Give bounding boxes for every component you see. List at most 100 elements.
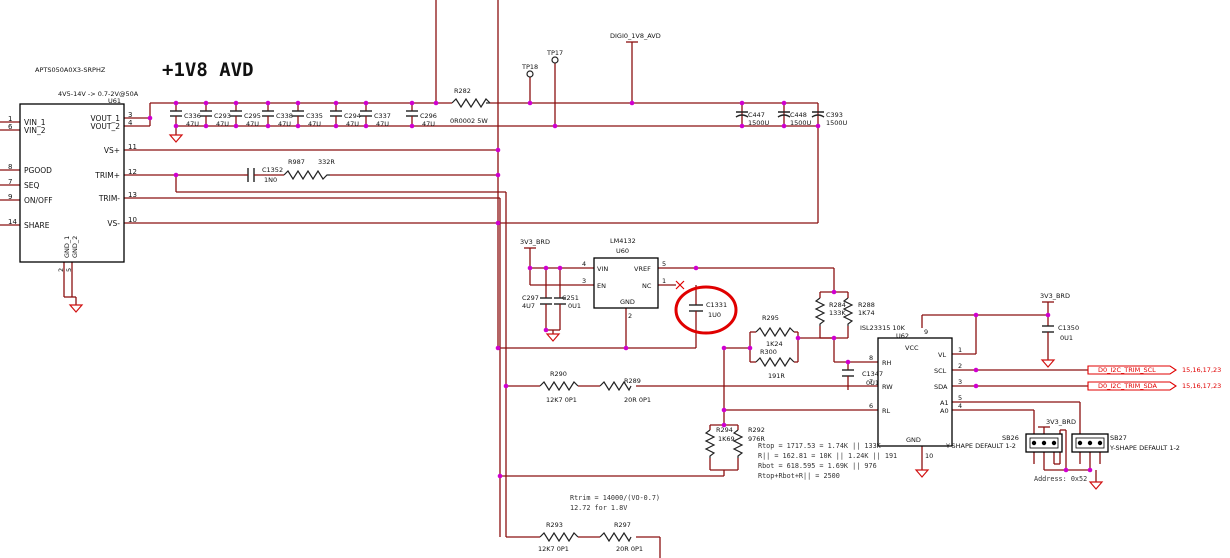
r987-resistor <box>283 169 330 181</box>
u61-right-pin-name-2: VS+ <box>104 146 120 155</box>
r282-val: 0R0002 5W <box>450 117 488 125</box>
u61-left-pin-num-3: 7 <box>8 178 12 186</box>
u61-left-pin-num-4: 9 <box>8 193 12 201</box>
cap-top-3 <box>262 100 274 129</box>
r290-val: 12K7 0P1 <box>546 396 577 404</box>
c448-ref: C448 <box>790 111 807 119</box>
r288-ref: R288 <box>858 301 875 309</box>
cap-top-4 <box>292 100 304 129</box>
cap-top-labels: C33647UC29347UC29547UC33847UC33547UC2944… <box>184 112 437 128</box>
u61-left-pin-name-5: SHARE <box>24 221 50 230</box>
r288-val: 1K74 <box>858 309 875 317</box>
sb27-jumper <box>1071 433 1109 453</box>
r282-ref: R282 <box>454 87 471 95</box>
c1350-capacitor <box>1042 325 1054 338</box>
c297-val: 4U7 <box>522 302 535 310</box>
c1331-highlight-circle <box>674 285 738 335</box>
u61-right-pin-num-2: 11 <box>128 143 137 151</box>
r284-ref: R284 <box>829 301 846 309</box>
u61-right-pin-name-3: TRIM+ <box>94 171 120 180</box>
u61-left-pin-name-2: PGOOD <box>24 166 52 175</box>
r294-resistor <box>704 429 716 458</box>
r300-val: 191R <box>768 372 785 380</box>
u62-ic <box>877 337 953 447</box>
u60-part: LM4132 <box>610 237 636 245</box>
nc-marker <box>675 280 685 290</box>
u60-pin5: 5 <box>662 260 666 268</box>
r288-resistor <box>842 297 854 326</box>
net-3v3-a: 3V3_BRD <box>520 238 550 246</box>
u62-ref: U62 <box>896 332 909 340</box>
u60-ref: U60 <box>616 247 629 255</box>
c1331-val: 1U0 <box>708 311 721 319</box>
cap-top-val-1: 47U <box>216 120 229 128</box>
cap-top-ref-4: C335 <box>306 112 323 120</box>
r297-resistor <box>599 531 632 543</box>
u62-rh: RH <box>882 359 892 367</box>
r289-resistor <box>599 380 632 392</box>
scl-offpage-connector <box>1087 365 1177 375</box>
c1347-ref: C1347 <box>862 370 883 378</box>
u61-right-pin-name-5: VS- <box>107 219 120 228</box>
u62-pin10: 10 <box>925 452 933 460</box>
u60-nc: NC <box>642 282 652 290</box>
r284-resistor <box>814 297 826 326</box>
u61-right-pin-name-4: TRIM- <box>98 194 120 203</box>
tp17-label: TP17 <box>546 49 563 57</box>
u62-rl: RL <box>882 407 891 415</box>
cap-top-val-2: 47U <box>246 120 259 128</box>
sda-offpage-connector <box>1087 381 1177 391</box>
u61-ref: U61 <box>108 97 121 105</box>
u61-right-pin-name-1: VOUT_2 <box>91 122 121 131</box>
u61-right-pin-num-4: 13 <box>128 191 137 199</box>
u60-pin4: 4 <box>582 260 586 268</box>
u62-pin4: 4 <box>958 402 962 410</box>
calc-line-1: Rtop = 1717.53 = 1.74K || 133K <box>758 442 882 450</box>
calc-line-4: Rtop+Rbot+R|| = 2500 <box>758 472 840 480</box>
u60-pin3: 3 <box>582 277 586 285</box>
u61-left-pin-num-5: 14 <box>8 218 17 226</box>
r293-ref: R293 <box>546 521 563 529</box>
u60-vref: VREF <box>634 265 651 273</box>
c393-val: 1500U <box>826 119 848 127</box>
caps-top-group <box>170 100 418 129</box>
address-label: Address: 0x52 <box>1034 475 1087 483</box>
r290-resistor <box>539 380 579 392</box>
c1350-val: 0U1 <box>1060 334 1073 342</box>
bulk-caps-group <box>735 111 825 118</box>
u61-gnd2: GND_2 <box>71 236 79 258</box>
r295-val: 1K24 <box>766 340 783 348</box>
r297-val: 20R 0P1 <box>616 545 643 553</box>
u61-gnd-num1: 2 <box>57 268 65 272</box>
r987-val: 332R <box>318 158 335 166</box>
u60-ic <box>593 257 659 309</box>
c297-ref: C297 <box>522 294 539 302</box>
u61-left-pin-num-1: 6 <box>8 123 13 131</box>
c447-val: 1500U <box>748 119 770 127</box>
r300-ref: R300 <box>760 348 777 356</box>
cap-top-7 <box>406 100 418 129</box>
u62-a0: A0 <box>940 407 949 415</box>
cap-top-6 <box>360 100 372 129</box>
cap-top-ref-6: C337 <box>374 112 391 120</box>
r987-ref: R987 <box>288 158 305 166</box>
cap-top-2 <box>230 100 242 129</box>
tp18-label: TP18 <box>521 63 538 71</box>
u61-gnd1: GND_1 <box>63 236 71 258</box>
c1350-ref: C1350 <box>1058 324 1079 332</box>
net-3v3-b: 3V3_BRD <box>1040 292 1070 300</box>
c1352-capacitor <box>244 168 258 182</box>
u61-left-pin-num-2: 8 <box>8 163 12 171</box>
u62-gnd: GND <box>906 436 921 444</box>
u60-vin: VIN <box>597 265 608 273</box>
cap-top-ref-2: C295 <box>244 112 261 120</box>
u61-right-pin-num-0: 3 <box>128 111 132 119</box>
cap-top-val-7: 47U <box>422 120 435 128</box>
c447-ref: C447 <box>748 111 765 119</box>
r293-val: 12K7 0P1 <box>538 545 569 553</box>
r300-resistor <box>755 356 795 368</box>
c393-ref: C393 <box>826 111 843 119</box>
cap-top-ref-7: C296 <box>420 112 437 120</box>
